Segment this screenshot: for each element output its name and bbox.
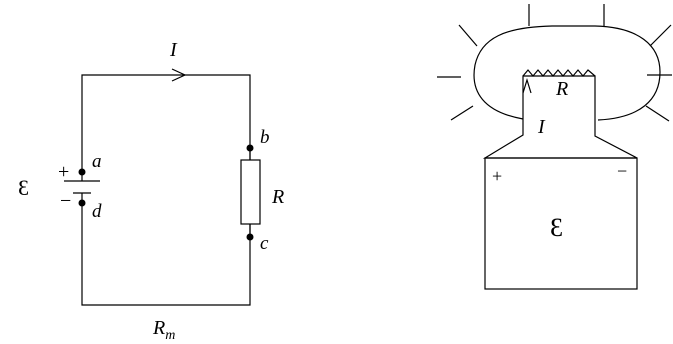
resistor-body [240, 159, 261, 225]
box-plus-sign: + [492, 166, 502, 186]
glow-rays-icon [437, 4, 672, 122]
wire-resistance-subscript: m [165, 328, 175, 343]
node-d-label: d [92, 201, 102, 222]
battery-box [484, 157, 638, 290]
box-minus-sign: − [617, 161, 627, 181]
node-b-label: b [260, 127, 270, 148]
circuit-wire-left-top [81, 74, 251, 172]
bulb-current-label: I [537, 116, 546, 138]
wire-resistance-label: Rm [152, 317, 175, 343]
battery-plus-sign: + [58, 161, 69, 183]
node-a-dot [78, 168, 86, 176]
node-a-label: a [92, 151, 102, 172]
bulb-illustration: R I + − Ɛ [437, 4, 672, 290]
filament-icon [522, 69, 596, 77]
bulb-base-shoulders [482, 119, 638, 159]
filament-label: R [555, 78, 568, 100]
bulb-neck [522, 75, 596, 121]
circuit-schematic: I + − Ɛ a d b c R Rm [18, 39, 284, 343]
node-c-label: c [260, 233, 269, 254]
battery-minus-sign: − [60, 190, 71, 212]
node-b-dot [246, 144, 254, 152]
circuit-wire-right-bottom [81, 203, 251, 306]
bulb-glass [473, 25, 661, 121]
wire-resistance-main: R [152, 317, 165, 339]
current-arrow-icon [171, 68, 187, 82]
node-d-dot [78, 199, 86, 207]
current-label: I [169, 39, 178, 61]
box-emf-symbol: Ɛ [550, 213, 563, 242]
node-c-dot [246, 233, 254, 241]
resistor-label: R [271, 186, 284, 208]
bulb-current-arrow-icon [522, 77, 532, 94]
emf-symbol: Ɛ [18, 175, 29, 200]
